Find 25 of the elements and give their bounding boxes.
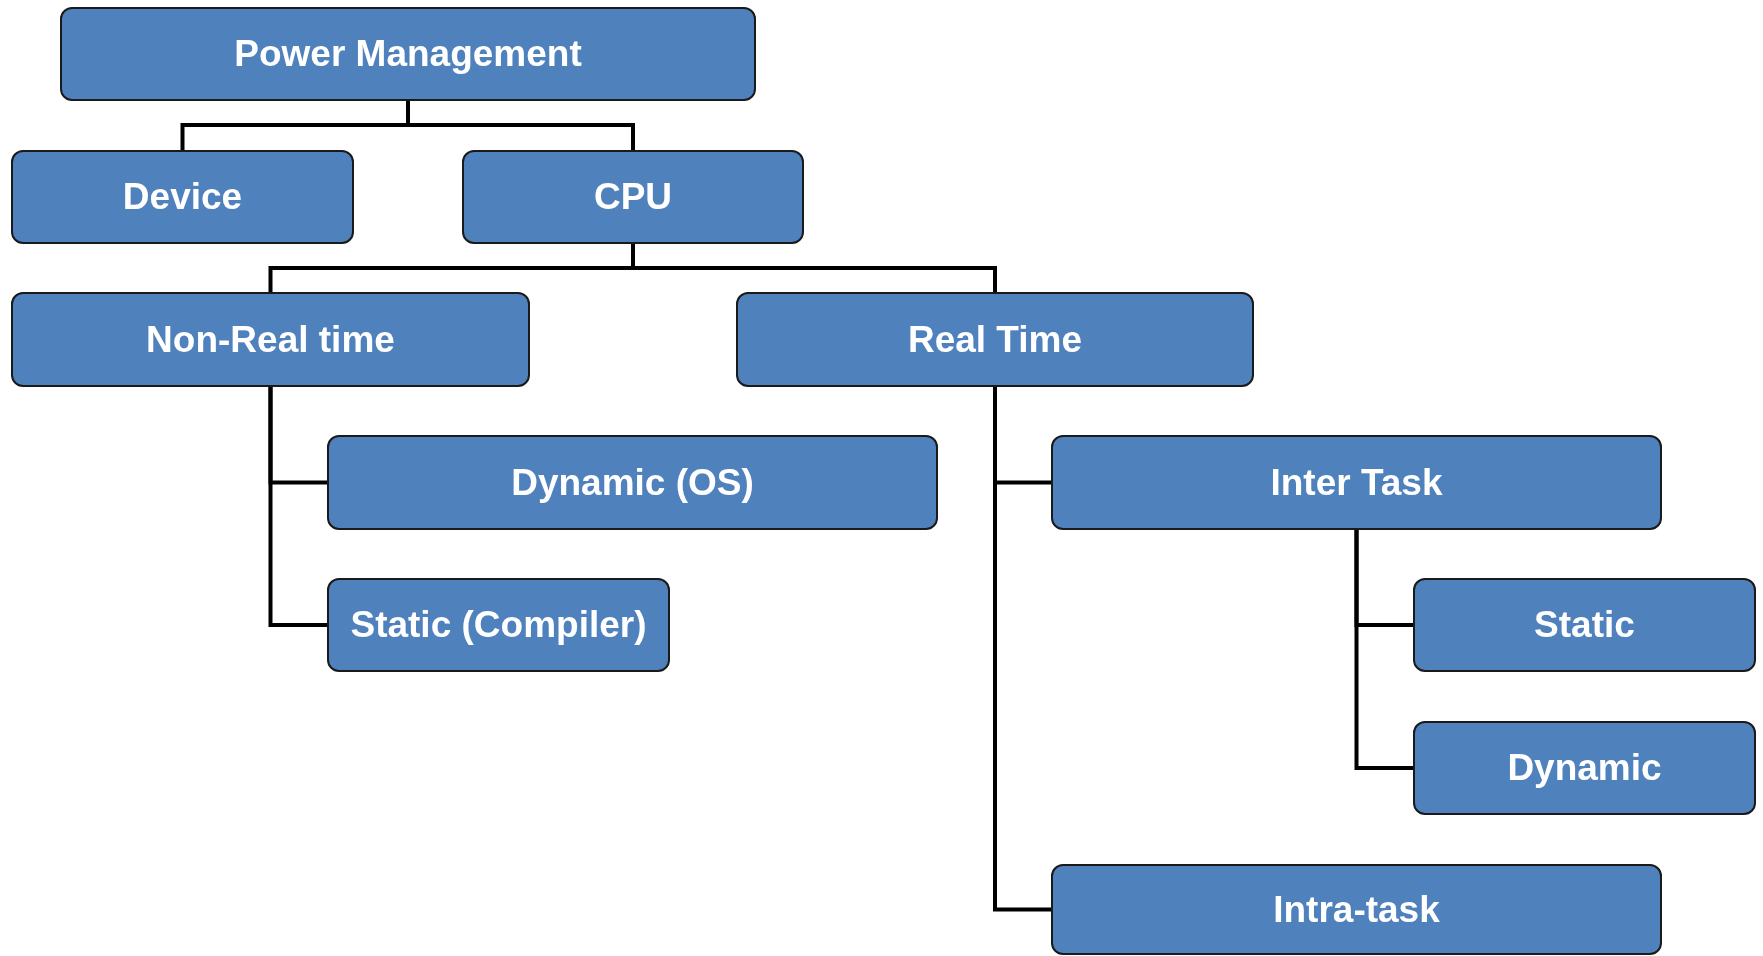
category-box bbox=[1051, 435, 1662, 530]
connector-line bbox=[268, 387, 327, 627]
category-box bbox=[1051, 864, 1662, 955]
node-label: CPU bbox=[593, 175, 673, 220]
node-label: Power Management bbox=[234, 32, 582, 77]
node-label: Dynamic bbox=[1507, 746, 1662, 791]
node-label: Non-Real time bbox=[146, 317, 395, 362]
node-label: Static bbox=[1534, 603, 1635, 648]
node-label: Dynamic (OS) bbox=[511, 460, 754, 505]
node-label: Real Time bbox=[907, 317, 1083, 362]
category-box bbox=[462, 150, 804, 244]
connector-line bbox=[406, 101, 635, 150]
category-box bbox=[11, 150, 354, 244]
category-box bbox=[736, 292, 1254, 387]
category-box bbox=[11, 292, 530, 387]
category-box bbox=[1413, 721, 1756, 815]
node-label: Intra-task bbox=[1273, 887, 1440, 932]
connector-line bbox=[1354, 530, 1413, 770]
category-box bbox=[1413, 578, 1756, 672]
node-label: Device bbox=[122, 175, 243, 220]
category-box bbox=[60, 7, 756, 101]
node-label: Static (Compiler) bbox=[350, 603, 647, 648]
node-label: Inter Task bbox=[1270, 460, 1443, 505]
category-box bbox=[327, 578, 670, 672]
category-box bbox=[327, 435, 938, 530]
